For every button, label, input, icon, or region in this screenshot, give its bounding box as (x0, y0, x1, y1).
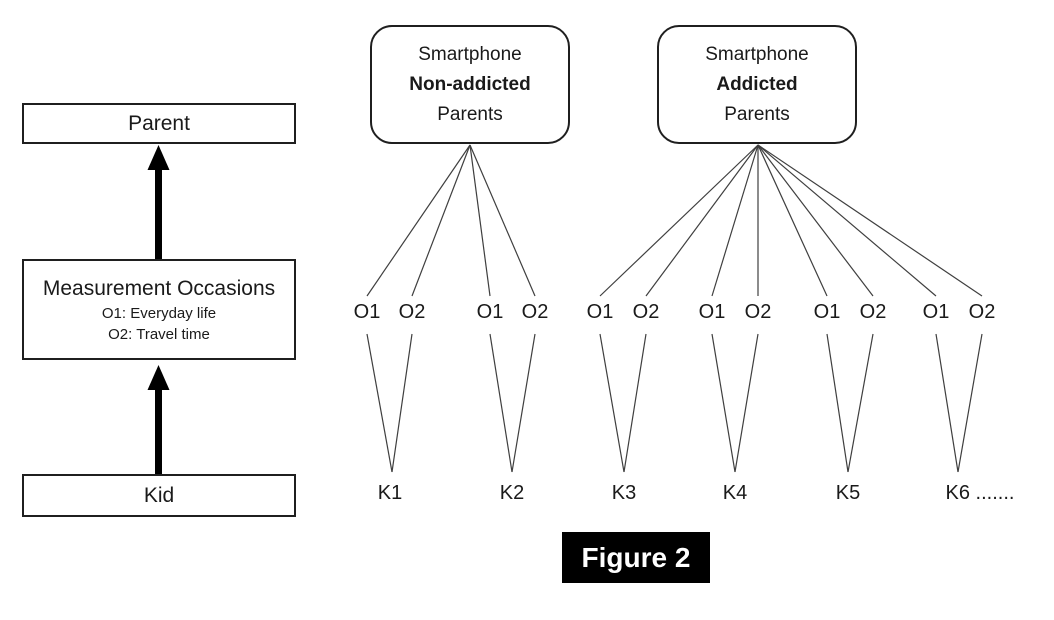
figure-caption-box: Figure 2 (562, 532, 710, 583)
kid-box: Kid (22, 474, 296, 517)
kid-label-k4: K4 (722, 482, 748, 504)
fan-addicted-to-occasions (599, 144, 983, 297)
parent-box: Parent (22, 103, 296, 144)
group-line2: Addicted (716, 73, 798, 95)
group-line1: Smartphone (705, 43, 809, 65)
measurement-box-title: Measurement Occasions (42, 276, 276, 300)
occasion-label-k3-o2: O2 (632, 301, 660, 323)
smartphone-addicted-parents-box: Smartphone Addicted Parents (657, 25, 857, 144)
occasion-label-k3-o1: O1 (586, 301, 614, 323)
v-occasions-to-kid-5 (826, 333, 874, 473)
kid-label-k5: K5 (835, 482, 861, 504)
occasion-label-k2-o1: O1 (476, 301, 504, 323)
smartphone-nonaddicted-parents-box: Smartphone Non-addicted Parents (370, 25, 570, 144)
v-occasions-to-kid-2 (489, 333, 536, 473)
parent-box-label: Parent (128, 111, 190, 135)
kid-label-k6: K6 ....... (945, 482, 1015, 504)
v-occasions-to-kid-3 (599, 333, 647, 473)
occasion-label-k2-o2: O2 (521, 301, 549, 323)
occasion-label-k5-o1: O1 (813, 301, 841, 323)
v-occasions-to-kid-1 (366, 333, 413, 473)
kid-label-k2: K2 (499, 482, 525, 504)
occasion-label-k1-o2: O2 (398, 301, 426, 323)
occasion-label-k5-o2: O2 (859, 301, 887, 323)
group-line3: Parents (724, 103, 790, 125)
v-occasions-to-kid-6 (935, 333, 983, 473)
arrow-kid-to-measurement (147, 365, 170, 474)
occasion-label-k6-o1: O1 (922, 301, 950, 323)
occasion1-description: O1: Everyday life (101, 304, 217, 322)
occasion-label-k6-o2: O2 (968, 301, 996, 323)
kid-box-label: Kid (143, 483, 175, 507)
kid-label-k3: K3 (611, 482, 637, 504)
occasion-label-k1-o1: O1 (353, 301, 381, 323)
kid-label-k1: K1 (377, 482, 403, 504)
figure-caption-text: Figure 2 (581, 541, 691, 573)
occasion-label-k4-o2: O2 (744, 301, 772, 323)
arrow-measurement-to-parent (147, 145, 170, 259)
group-line2: Non-addicted (409, 73, 531, 95)
fan-nonaddicted-to-occasions (366, 144, 536, 297)
v-occasions-to-kid-4 (711, 333, 759, 473)
group-line3: Parents (437, 103, 503, 125)
occasion2-description: O2: Travel time (108, 325, 210, 343)
occasion-label-k4-o1: O1 (698, 301, 726, 323)
measurement-occasions-box: Measurement Occasions O1: Everyday life … (22, 259, 296, 360)
group-line1: Smartphone (418, 43, 522, 65)
